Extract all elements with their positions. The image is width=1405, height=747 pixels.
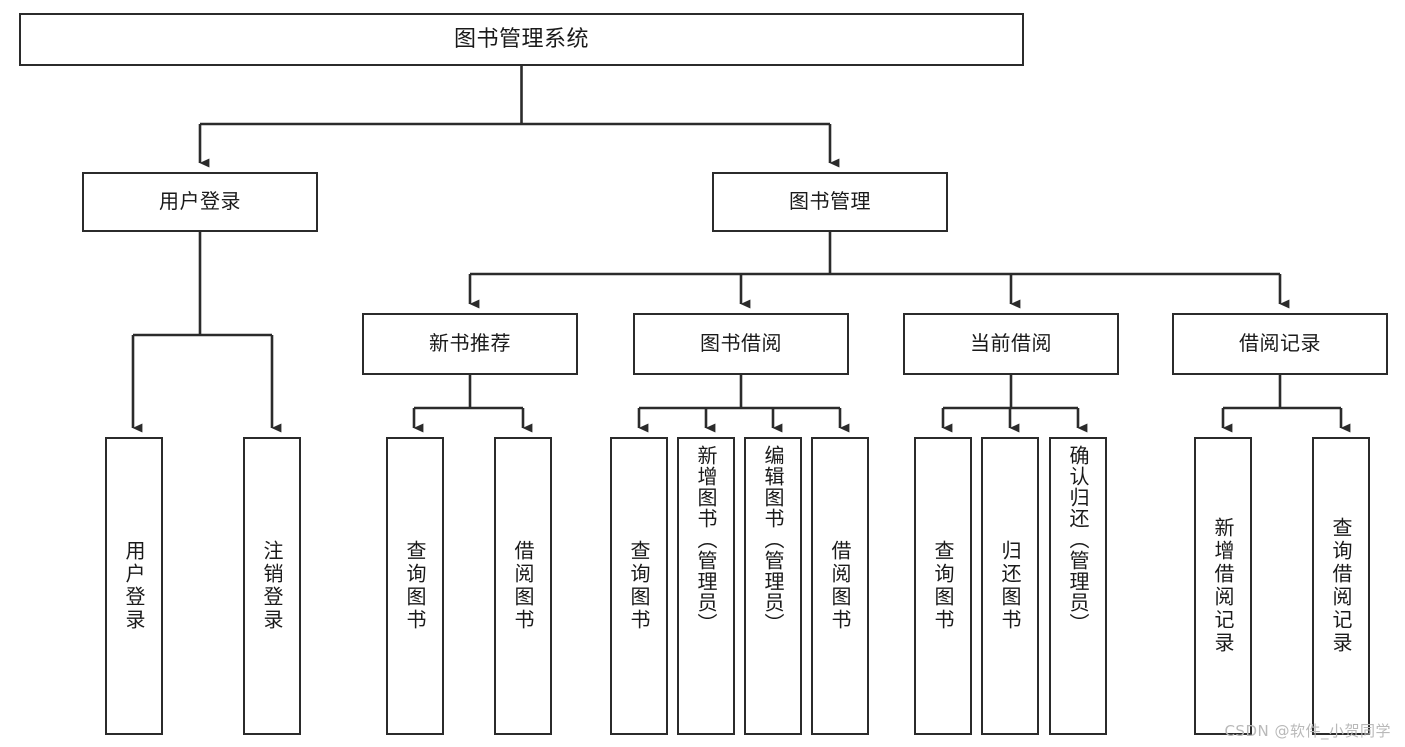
node-label: 归还图书 [998,540,1022,632]
node-label: 查询图书 [403,540,427,632]
node-label: 查询图书 [627,540,651,632]
leaf-borrow-add-book-admin[interactable]: 新增图书（管理员） [677,437,735,735]
node-label: 确认归还（管理员） [1066,445,1090,634]
node-label: 注销登录 [260,540,284,632]
node-label: 新增借阅记录 [1211,517,1235,655]
node-label: 新增图书（管理员） [694,445,718,634]
leaf-record-query-record[interactable]: 查询借阅记录 [1312,437,1370,735]
leaf-newbook-query-book[interactable]: 查询图书 [386,437,444,735]
node-label: 借阅图书 [828,540,852,632]
leaf-borrow-borrow-book[interactable]: 借阅图书 [811,437,869,735]
node-borrow-record[interactable]: 借阅记录 [1172,313,1388,375]
leaf-current-return-book[interactable]: 归还图书 [981,437,1039,735]
leaf-user-logout[interactable]: 注销登录 [243,437,301,735]
node-current-borrow[interactable]: 当前借阅 [903,313,1119,375]
leaf-record-add-record[interactable]: 新增借阅记录 [1194,437,1252,735]
node-label: 新书推荐 [429,331,511,356]
leaf-user-login[interactable]: 用户登录 [105,437,163,735]
leaf-borrow-query-book[interactable]: 查询图书 [610,437,668,735]
node-label: 图书管理系统 [453,26,589,52]
node-label: 用户登录 [122,540,146,632]
node-label: 当前借阅 [970,331,1052,356]
leaf-current-confirm-return-admin[interactable]: 确认归还（管理员） [1049,437,1107,735]
node-book-borrow[interactable]: 图书借阅 [633,313,849,375]
node-label: 用户登录 [159,189,241,214]
leaf-current-query-book[interactable]: 查询图书 [914,437,972,735]
leaf-newbook-borrow-book[interactable]: 借阅图书 [494,437,552,735]
node-label: 图书管理 [789,189,871,214]
node-label: 借阅图书 [511,540,535,632]
node-label: 借阅记录 [1239,331,1321,356]
node-label: 编辑图书（管理员） [761,445,785,634]
node-label: 图书借阅 [700,331,782,356]
node-label: 查询图书 [931,540,955,632]
node-label: 查询借阅记录 [1329,517,1353,655]
node-user-login[interactable]: 用户登录 [82,172,318,232]
node-new-book-recommend[interactable]: 新书推荐 [362,313,578,375]
leaf-borrow-edit-book-admin[interactable]: 编辑图书（管理员） [744,437,802,735]
node-book-management[interactable]: 图书管理 [712,172,948,232]
node-root-system[interactable]: 图书管理系统 [19,13,1024,66]
